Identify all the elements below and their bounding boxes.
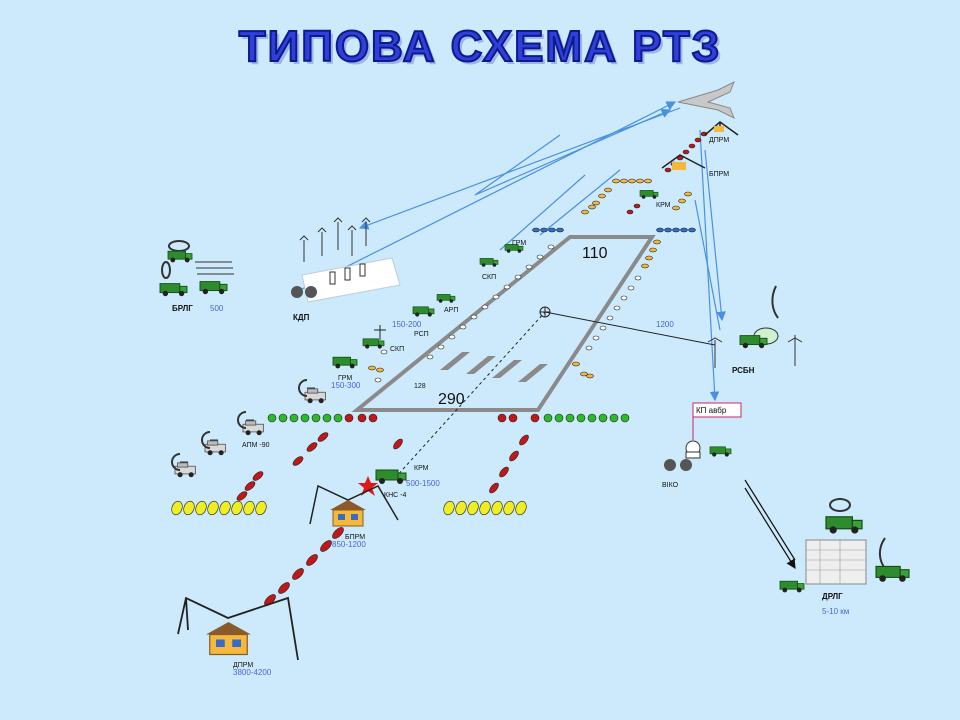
kns-label: КНС -4 [384,492,406,499]
apm-jeep-icon [242,420,264,436]
bprm-bottom-house-icon [329,499,367,527]
kp-avbr-box [692,402,742,440]
grm-left-label: ГРМ [338,375,352,382]
rsbn-range: 1200 [656,320,674,329]
rsbn-label: РСБН [732,366,755,375]
diagram-title: ТИПОВА СХЕМА РТЗ [238,21,722,72]
skp-mid-antenna-icon [374,325,386,340]
bprm-bottom-range: 850-1200 [332,540,366,549]
skp-top-label: СКП [482,274,496,281]
kp-avbr-equipment [664,440,732,471]
kp-avbr-label: КП авбр [696,406,727,415]
brlg-group [159,240,234,297]
skp-top-vehicle-icon [479,258,499,268]
arp-vehicle-icon [436,294,456,304]
dprm-top-label: ДПРМ [709,137,729,144]
rsp-vehicle-icon [412,306,435,317]
skp-mid-vehicle-icon [362,338,385,349]
krm-bottom-vehicle-icon [375,469,407,485]
grm-left-vehicle-icon [332,356,358,369]
dprm-top-house-icon [714,126,724,132]
jeep-1-icon [304,388,326,404]
dprm-bottom-house-icon [205,621,252,656]
krm-bottom-label: КРМ [414,465,429,472]
rsp-label: РСП [414,331,429,338]
drlg-arrow-up [744,479,796,561]
approach-lights [171,131,708,606]
krm-bottom-range: 500-1500 [406,479,440,488]
kdp-label: КДП [293,313,310,322]
krm-top-vehicle-icon [639,190,659,200]
skp-mid-label: СКП [390,346,404,353]
bprm-bottom-label: БПРМ [345,534,365,541]
bprm-top-label: БПРМ [709,171,729,178]
runway [351,235,716,479]
kns-star-icon [358,476,378,496]
aircraft-icon [677,80,735,120]
runway-heading-110: 110 [582,245,608,262]
drlg-range: 5-10 км [822,607,849,616]
drlg-group [779,498,910,593]
drlg-label: ДРЛГ [822,592,843,601]
arp-label: АРП [444,307,458,314]
drlg-arrow-down [744,487,796,570]
runway-heading-290: 290 [438,391,465,408]
rsp-range: 150-200 [392,320,422,329]
viko-label: ВІКО [662,482,679,489]
dprm-bottom-label: ДПРМ [233,662,253,669]
dprm-bottom-range: 3800-4200 [233,668,272,677]
bprm-top-house-icon [672,162,686,170]
apm-label: АПМ -90 [242,442,270,449]
runway-mark-128: 128 [414,383,426,390]
grm-top-label: ГРМ [512,240,526,247]
grm-left-range: 150-300 [331,381,361,390]
rsbn-group [707,285,803,368]
dprm-bottom-antenna [177,596,299,661]
krm-top-label: КРМ [656,202,671,209]
brlg-range: 500 [210,304,224,313]
brlg-label: БРЛГ [172,304,193,313]
bprm-top-antenna [661,154,706,169]
kdp-building [291,217,401,303]
signal-arrows [299,101,726,402]
